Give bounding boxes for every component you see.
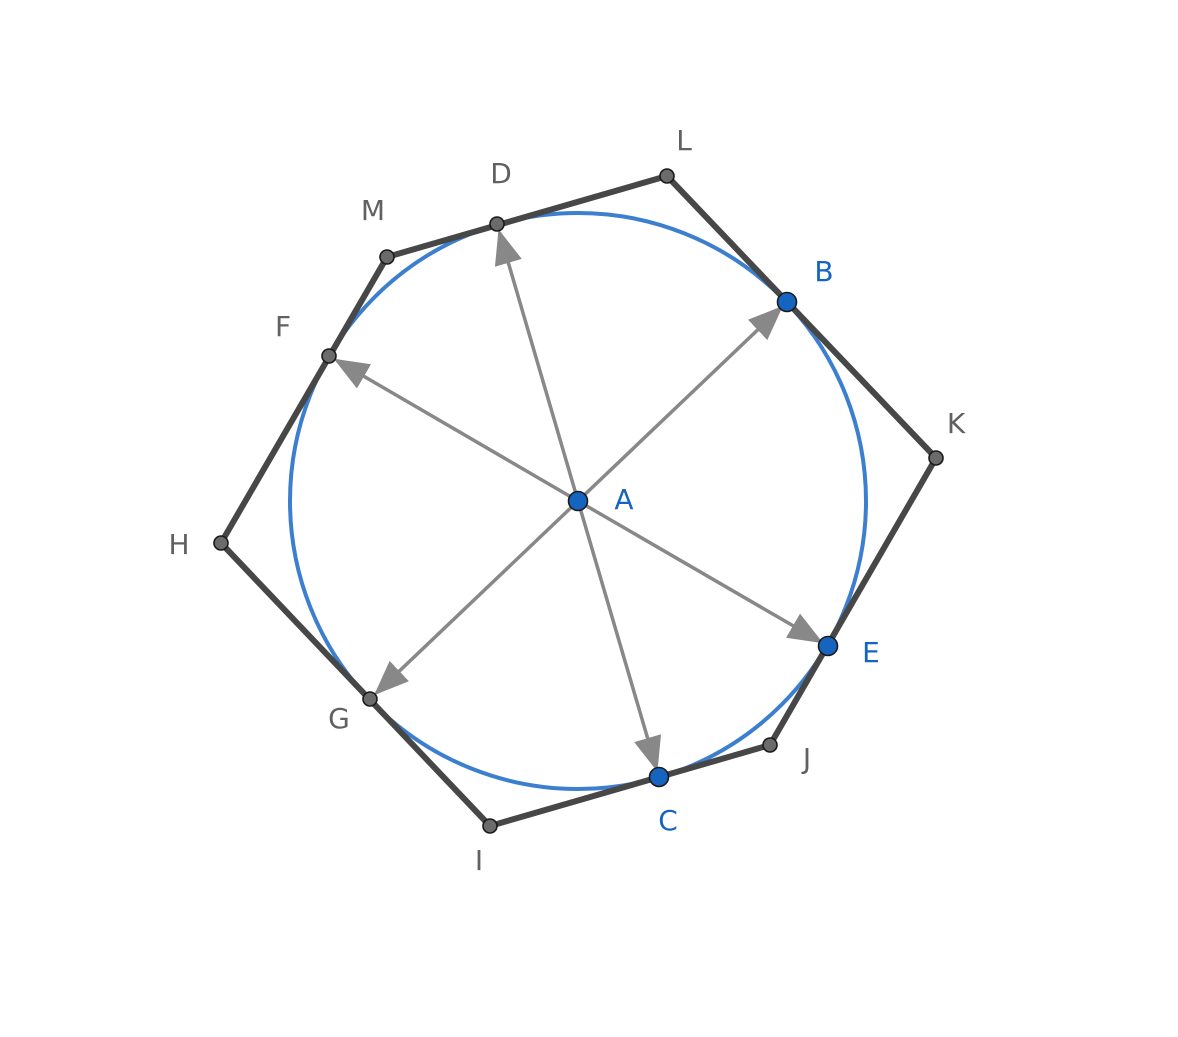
point-c[interactable]	[648, 766, 670, 788]
label-k: K	[947, 407, 966, 440]
label-f: F	[275, 310, 291, 343]
vector-ab[interactable]	[576, 305, 784, 503]
point-e[interactable]	[817, 635, 839, 657]
vector-ad[interactable]	[494, 229, 580, 502]
circle-layer	[288, 211, 868, 791]
label-c: C	[658, 804, 678, 837]
point-l[interactable]	[659, 168, 675, 184]
circle-centered-a[interactable]	[288, 211, 868, 791]
point-g[interactable]	[362, 691, 378, 707]
hexagon-layer	[218, 173, 939, 829]
point-h[interactable]	[213, 535, 229, 551]
point-k[interactable]	[928, 450, 944, 466]
points-layer	[213, 168, 944, 834]
segment-ih[interactable]	[218, 540, 493, 829]
label-e: E	[862, 636, 880, 669]
segment-lk[interactable]	[664, 173, 939, 461]
label-j: J	[801, 742, 811, 775]
point-a[interactable]	[567, 490, 589, 512]
labels-layer: B C D E F G H I J K L M A	[168, 124, 965, 877]
vector-ae[interactable]	[577, 499, 824, 644]
label-a: A	[614, 483, 633, 516]
segment-hm[interactable]	[218, 254, 390, 546]
point-d[interactable]	[489, 216, 505, 232]
point-b[interactable]	[776, 291, 798, 313]
label-l: L	[676, 124, 692, 157]
label-i: I	[475, 844, 483, 877]
point-j[interactable]	[762, 737, 778, 753]
point-f[interactable]	[321, 348, 337, 364]
vector-af[interactable]	[333, 358, 579, 503]
segment-kj[interactable]	[767, 455, 939, 748]
vector-ag[interactable]	[373, 499, 580, 696]
label-m: M	[361, 194, 385, 227]
segment-ji[interactable]	[487, 742, 773, 829]
point-i[interactable]	[482, 818, 498, 834]
label-h: H	[168, 528, 189, 561]
vectors-layer	[333, 229, 824, 772]
label-g: G	[328, 702, 350, 735]
label-d: D	[490, 157, 512, 190]
point-m[interactable]	[379, 249, 395, 265]
label-b: B	[814, 255, 833, 288]
vector-ac[interactable]	[576, 500, 662, 772]
segment-ml[interactable]	[384, 173, 670, 260]
